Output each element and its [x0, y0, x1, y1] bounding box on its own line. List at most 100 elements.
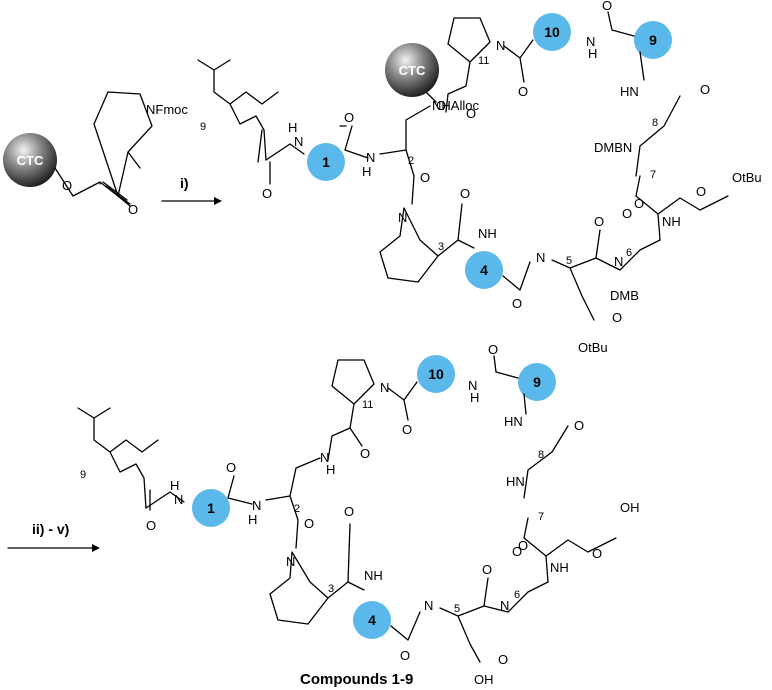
carbonyl-oxygen-7: O — [696, 184, 706, 199]
residue-circle-9 — [634, 21, 672, 59]
n-label-10: N — [586, 34, 595, 49]
locant-7: 7 — [650, 169, 656, 181]
residue-number-9: 9 — [649, 32, 657, 48]
product-locant-8: 8 — [538, 449, 544, 461]
product-n-2: N — [252, 498, 261, 513]
residue-circle-10 — [533, 13, 571, 51]
intermediate-structure: O 9 H N 1 O N H NHAlloc 2 O N 3 O NH 4 O… — [197, 0, 762, 355]
product-locant-11: 11 — [362, 399, 373, 411]
product-nh-1: H — [170, 478, 179, 493]
product-residue-number-1: 1 — [207, 500, 215, 516]
product-hn-9: HN — [504, 414, 523, 429]
ctc-label-start: CTC — [17, 153, 44, 168]
product-carbonyl-oxygen-11: O — [360, 446, 370, 461]
otbu-label-5: OtBu — [578, 340, 608, 355]
product-residue-number-10: 10 — [428, 366, 444, 382]
carbonyl-oxygen-9: O — [602, 0, 612, 13]
product-carbonyl-oxygen-2: O — [304, 516, 314, 531]
product-n-pro: N — [380, 380, 389, 395]
locant-8: 8 — [652, 117, 658, 129]
figure-caption: Compounds 1-9 — [300, 671, 413, 688]
product-carbonyl-oxygen-10: O — [402, 422, 412, 437]
nh-label-10: H — [588, 46, 597, 61]
nh-label-1: H — [288, 120, 297, 135]
product-carbonyl-oxygen-7: O — [518, 538, 528, 553]
residue-number-4: 4 — [480, 262, 488, 278]
step-1-label: i) — [180, 175, 189, 191]
n-label-1: N — [294, 134, 303, 149]
product-residue-number-9: 9 — [533, 374, 541, 390]
carbonyl-oxygen-8: O — [700, 82, 710, 97]
locant-5: 5 — [566, 255, 572, 267]
product-residue-circle-9 — [518, 363, 556, 401]
carbonyl-oxygen-3: O — [460, 186, 470, 201]
product-residue-circle-10 — [417, 355, 455, 393]
product-carbonyl-oxygen-3: O — [344, 504, 354, 519]
h-label-2: H — [362, 164, 371, 179]
step-2-arrow: ii) - v) — [7, 521, 100, 552]
ester-oxygen-5: O — [612, 310, 622, 325]
ester-oxygen-start: O — [62, 178, 72, 193]
product-locant-5: 5 — [454, 603, 460, 615]
product-carbonyl-oxygen-6: O — [512, 544, 522, 559]
ester-oxygen-11: O — [436, 98, 446, 113]
product-carbonyl-oxygen-1: O — [226, 460, 236, 475]
product-acid-oxygen-7: O — [592, 546, 602, 561]
lipid-carbonyl-oxygen: O — [262, 186, 272, 201]
otbu-label-7: OtBu — [732, 170, 762, 185]
n-label-pip: N — [398, 210, 407, 225]
fmoc-label: NFmoc — [146, 102, 188, 117]
product-acid-oxygen-5: O — [498, 652, 508, 667]
chain-repeat-product: 9 — [80, 469, 86, 481]
locant-3: 3 — [438, 241, 444, 253]
product-hn-8: HN — [506, 474, 525, 489]
dmbn-label-8: DMBN — [594, 140, 632, 155]
alloc-label: NHAlloc — [432, 98, 479, 113]
carbonyl-oxygen-4: O — [512, 296, 522, 311]
ctc-resin-bead-start — [3, 133, 57, 187]
n-label-6: N — [614, 254, 623, 269]
carbonyl-oxygen-6: O — [622, 206, 632, 221]
locant-11: 11 — [478, 55, 489, 67]
product-n-10: N — [468, 378, 477, 393]
carbonyl-oxygen-start: O — [128, 202, 138, 217]
product-residue-circle-1 — [192, 489, 230, 527]
step-2-label: ii) - v) — [32, 521, 69, 537]
product-residue-circle-4 — [353, 601, 391, 639]
product-nh-4: NH — [364, 568, 383, 583]
carbonyl-oxygen-5: O — [594, 214, 604, 229]
product-locant-6: 6 — [514, 589, 520, 601]
chain-repeat-intermediate: 9 — [200, 121, 206, 133]
product-carbonyl-oxygen-4: O — [400, 648, 410, 663]
n-label-5: N — [536, 250, 545, 265]
product-n-pip: N — [286, 554, 295, 569]
n-label-2: N — [366, 150, 375, 165]
residue-circle-1 — [307, 143, 345, 181]
product-nh-7: NH — [550, 560, 569, 575]
locant-2: 2 — [408, 155, 414, 167]
product-locant-7: 7 — [538, 511, 544, 523]
product-locant-3: 3 — [328, 583, 334, 595]
nh-label-4: NH — [478, 226, 497, 241]
starting-material: CTC O O NFmoc — [3, 91, 188, 217]
product-nh-2-side: N — [320, 450, 329, 465]
product-locant-2: 2 — [294, 503, 300, 515]
product-acid-oh-7: OH — [620, 500, 640, 515]
carbonyl-oxygen-11: O — [466, 106, 476, 121]
residue-circle-4 — [465, 251, 503, 289]
product-acid-oh-5: OH — [474, 672, 494, 687]
nh-label-7: NH — [662, 214, 681, 229]
product-lipid-oxygen: O — [146, 518, 156, 533]
ctc-label-intermediate: CTC — [399, 63, 426, 78]
step-1-arrow: i) — [161, 175, 222, 205]
n-label-pro: N — [496, 38, 505, 53]
product-n-6: N — [500, 598, 509, 613]
product-n-5: N — [424, 598, 433, 613]
hn-label-9: HN — [620, 84, 639, 99]
product-h-10: H — [470, 390, 479, 405]
ctc-resin-bead-intermediate — [385, 43, 439, 97]
carbonyl-oxygen-1: O — [344, 110, 354, 125]
product-h-2-side: H — [326, 462, 335, 477]
product-h-2: H — [248, 512, 257, 527]
